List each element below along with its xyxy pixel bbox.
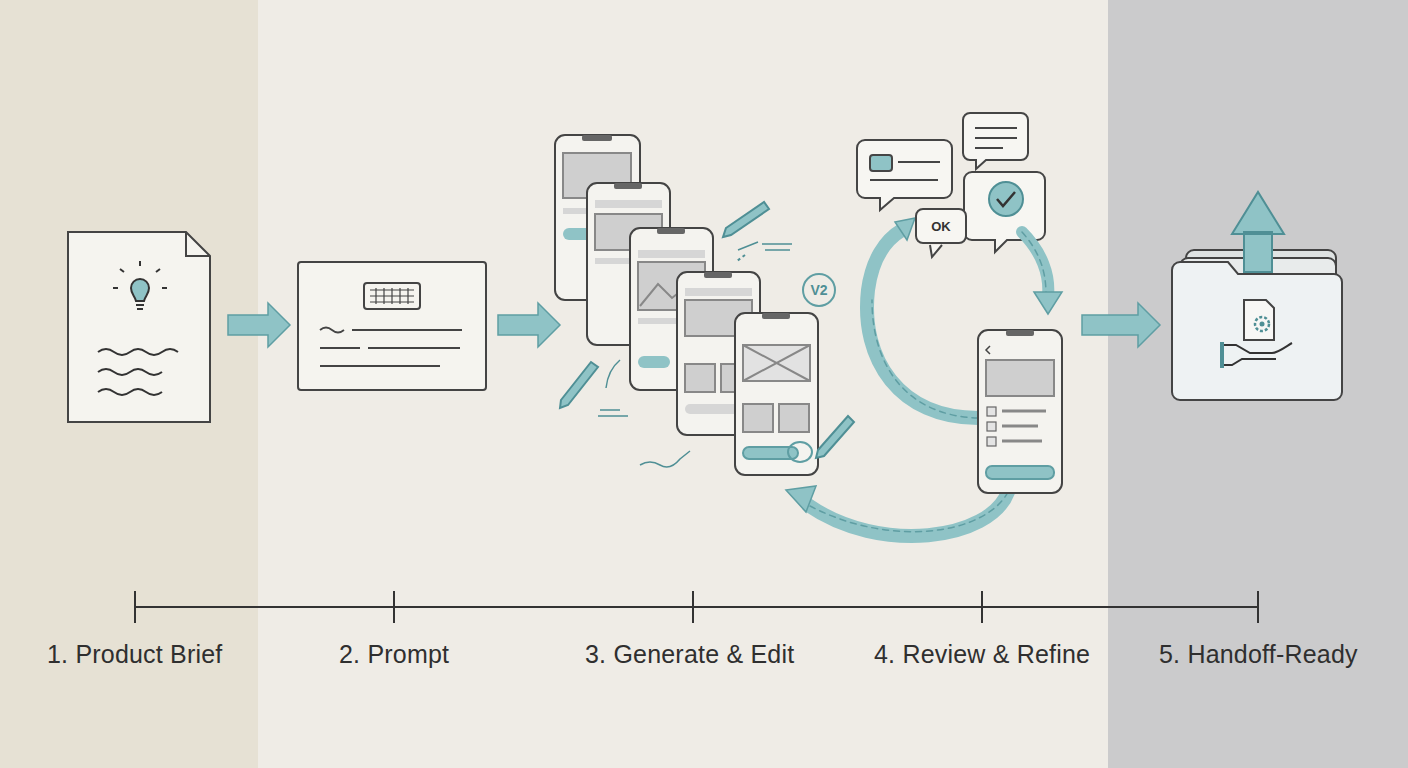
timeline bbox=[135, 591, 1258, 623]
refine-cycle bbox=[786, 218, 1062, 536]
handoff-folder-part bbox=[1244, 300, 1274, 340]
refine-cycle-part bbox=[810, 492, 1008, 532]
brief-document-part bbox=[98, 389, 162, 395]
review-phone-part bbox=[987, 437, 996, 446]
band bbox=[0, 0, 258, 768]
edit-pencils-part bbox=[560, 362, 598, 408]
phone-stack-part bbox=[638, 318, 678, 324]
phone-stack-part bbox=[743, 345, 810, 381]
feedback-bubbles-part bbox=[870, 162, 940, 180]
refine-cycle-part bbox=[1034, 292, 1062, 314]
phone-stack-part bbox=[614, 183, 642, 189]
refine-cycle-part bbox=[867, 230, 978, 418]
phone-stack-part bbox=[582, 135, 612, 141]
node-text: V2 bbox=[810, 282, 827, 298]
feedback-bubbles-part bbox=[963, 113, 1028, 169]
speech-bubble: OK bbox=[915, 208, 967, 244]
prompt-card-part bbox=[320, 328, 462, 367]
feedback-bubbles-part bbox=[870, 155, 892, 171]
prompt-card-part bbox=[298, 262, 486, 390]
review-phone-part bbox=[1006, 330, 1034, 336]
review-phone bbox=[978, 330, 1062, 493]
feedback-bubbles-part bbox=[857, 140, 952, 210]
band bbox=[1108, 0, 1408, 768]
node-text: OK bbox=[931, 219, 951, 234]
refine-cycle-part bbox=[1022, 232, 1048, 296]
feedback-bubbles-part bbox=[930, 245, 942, 257]
refine-cycle-part bbox=[895, 218, 915, 240]
edit-pencils-part bbox=[723, 202, 769, 237]
refine-cycle-part bbox=[808, 492, 1008, 536]
review-phone-part bbox=[986, 346, 990, 354]
prompt-card-part bbox=[364, 283, 420, 309]
review-phone-part bbox=[1002, 411, 1046, 441]
review-phone-part bbox=[987, 422, 996, 431]
phone-stack-part bbox=[638, 356, 670, 368]
stage-label: 1. Product Brief bbox=[47, 640, 223, 669]
brief-document-part bbox=[113, 261, 167, 288]
review-phone-part bbox=[986, 466, 1054, 479]
handoff-folder-part bbox=[1255, 317, 1269, 331]
edit-pencils-part bbox=[737, 255, 745, 261]
phone-stack-part bbox=[704, 272, 732, 278]
review-phone-part bbox=[978, 330, 1062, 493]
handoff-folder-part bbox=[1232, 192, 1284, 272]
flow-arrow-part bbox=[228, 303, 290, 347]
feedback-bubbles-part bbox=[975, 128, 1017, 148]
feedback-bubbles-part bbox=[997, 192, 1015, 206]
timeline-part bbox=[135, 591, 1258, 623]
handoff-folder bbox=[1172, 192, 1342, 400]
stage-label: 5. Handoff-Ready bbox=[1159, 640, 1358, 669]
review-phone-part bbox=[987, 407, 996, 416]
edit-pencils-part bbox=[598, 242, 792, 467]
brief-document-part bbox=[186, 232, 210, 256]
brief-document-part bbox=[136, 305, 144, 309]
phone-stack-part bbox=[788, 442, 812, 462]
phone-stack-part bbox=[685, 364, 715, 392]
handoff-folder-part bbox=[1220, 342, 1224, 368]
refine-cycle-part bbox=[872, 300, 978, 418]
brief-document-part bbox=[98, 369, 162, 375]
stage-label: 3. Generate & Edit bbox=[585, 640, 794, 669]
edit-pencils bbox=[560, 202, 854, 467]
refine-cycle-part bbox=[1022, 232, 1046, 294]
prompt-card-part bbox=[370, 288, 414, 304]
brief-document-part bbox=[131, 279, 149, 301]
flow-arrow-part bbox=[1082, 303, 1160, 347]
flow-arrow-part bbox=[498, 303, 560, 347]
phone-stack bbox=[555, 135, 818, 475]
phone-stack-part bbox=[762, 313, 790, 319]
phone-stack-part bbox=[685, 288, 752, 296]
brief-document bbox=[68, 232, 210, 422]
phone-stack-part bbox=[779, 404, 809, 432]
phone-stack-part bbox=[595, 200, 662, 208]
handoff-folder-part bbox=[1260, 322, 1265, 327]
phone-stack-part bbox=[743, 404, 773, 432]
brief-document-part bbox=[98, 349, 178, 355]
band bbox=[258, 0, 1108, 768]
edit-pencils-part bbox=[816, 416, 854, 458]
stage-label: 2. Prompt bbox=[339, 640, 449, 669]
handoff-folder-part bbox=[1222, 343, 1292, 365]
prompt-card bbox=[298, 262, 486, 390]
phone-stack-part bbox=[743, 345, 810, 381]
brief-document-part bbox=[68, 232, 210, 422]
phone-stack-part bbox=[735, 313, 818, 475]
version-badge: V2 bbox=[802, 273, 836, 307]
phone-stack-part bbox=[638, 250, 705, 258]
feedback-bubbles-part bbox=[989, 182, 1023, 216]
phone-stack-part bbox=[657, 228, 685, 234]
refine-cycle-part bbox=[786, 486, 816, 512]
review-phone-part bbox=[986, 360, 1054, 396]
timeline-part bbox=[135, 606, 1258, 608]
stage-label: 4. Review & Refine bbox=[874, 640, 1090, 669]
handoff-folder-part bbox=[1172, 262, 1342, 400]
